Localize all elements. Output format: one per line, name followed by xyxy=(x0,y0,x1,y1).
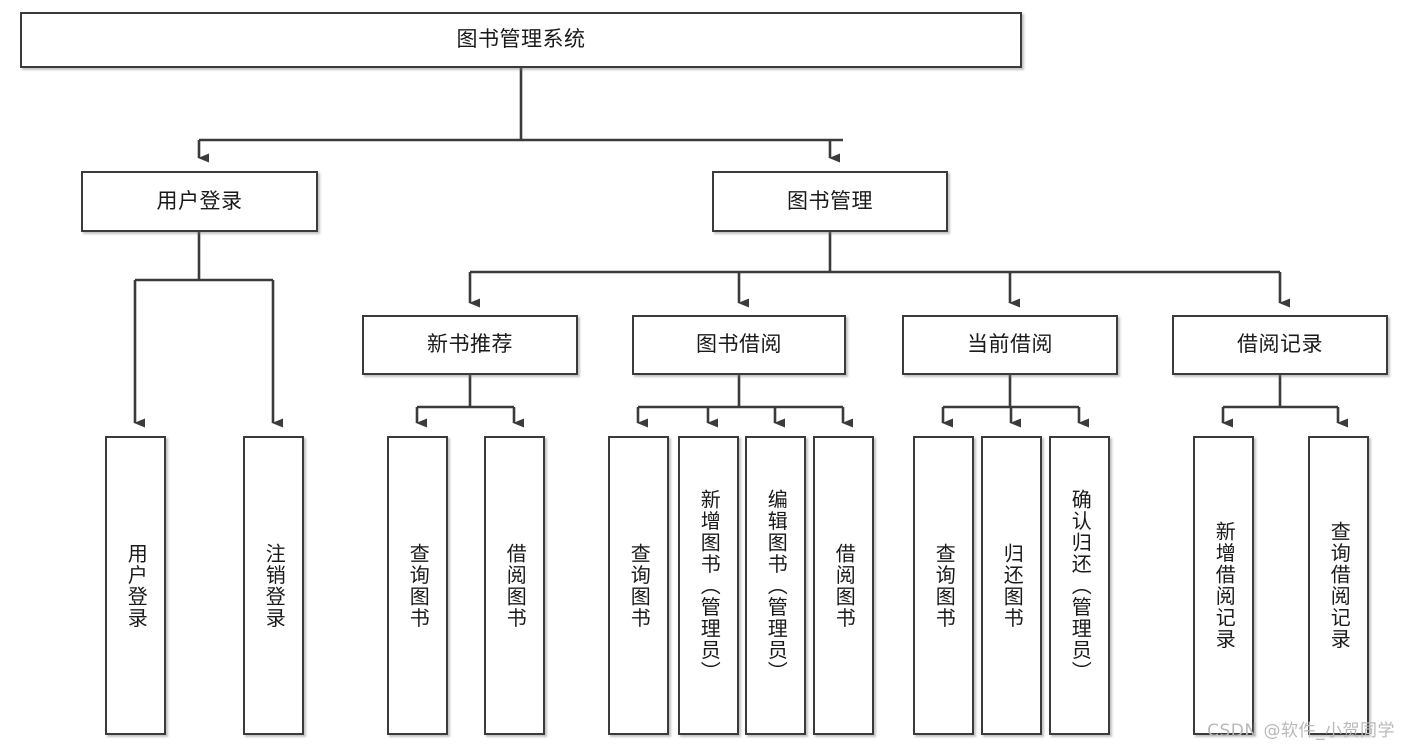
node-leaf-label: 借阅图书 xyxy=(503,542,528,629)
watermark-text: CSDN @软件_小贺同学 xyxy=(1207,721,1395,741)
node-leaf-label: 借阅图书 xyxy=(832,542,857,629)
node-leaf-label: 确认归还（管理员） xyxy=(1068,488,1093,683)
node-leaf-label: 用户登录 xyxy=(124,542,149,629)
node-user-login[interactable]: 用户登录 xyxy=(81,171,318,232)
node-leaf-query-borrow-record[interactable]: 查询借阅记录 xyxy=(1308,436,1369,735)
node-leaf-logout[interactable]: 注销登录 xyxy=(243,436,304,735)
node-book-management-label: 图书管理 xyxy=(787,188,873,213)
node-new-book-recommend-label: 新书推荐 xyxy=(427,332,513,357)
node-new-book-recommend[interactable]: 新书推荐 xyxy=(362,315,578,375)
node-leaf-add-book-admin[interactable]: 新增图书（管理员） xyxy=(678,436,739,735)
node-current-borrow[interactable]: 当前借阅 xyxy=(902,315,1118,375)
node-leaf-query-book-a[interactable]: 查询图书 xyxy=(387,436,448,735)
node-root-system[interactable]: 图书管理系统 xyxy=(20,12,1022,68)
node-leaf-label: 新增图书（管理员） xyxy=(697,488,722,683)
node-leaf-borrow-book-b[interactable]: 借阅图书 xyxy=(813,436,874,735)
node-book-management[interactable]: 图书管理 xyxy=(712,171,948,232)
node-leaf-label: 查询图书 xyxy=(932,542,957,629)
node-leaf-add-borrow-record[interactable]: 新增借阅记录 xyxy=(1193,436,1254,735)
node-book-borrow[interactable]: 图书借阅 xyxy=(632,315,846,375)
node-leaf-label: 注销登录 xyxy=(262,542,287,629)
node-leaf-return-book[interactable]: 归还图书 xyxy=(981,436,1042,735)
node-borrow-record-label: 借阅记录 xyxy=(1237,332,1323,357)
node-leaf-user-login[interactable]: 用户登录 xyxy=(105,436,166,735)
node-leaf-borrow-book-a[interactable]: 借阅图书 xyxy=(484,436,545,735)
node-borrow-record[interactable]: 借阅记录 xyxy=(1172,315,1388,375)
node-leaf-edit-book-admin[interactable]: 编辑图书（管理员） xyxy=(745,436,806,735)
node-leaf-query-book-c[interactable]: 查询图书 xyxy=(913,436,974,735)
node-leaf-label: 查询图书 xyxy=(627,542,652,629)
node-user-login-label: 用户登录 xyxy=(156,188,243,213)
node-leaf-label: 新增借阅记录 xyxy=(1212,521,1237,650)
node-leaf-query-book-b[interactable]: 查询图书 xyxy=(608,436,669,735)
node-leaf-label: 查询借阅记录 xyxy=(1327,521,1352,650)
node-leaf-label: 编辑图书（管理员） xyxy=(764,488,789,683)
node-leaf-label: 查询图书 xyxy=(406,542,431,629)
node-leaf-label: 归还图书 xyxy=(1000,542,1025,629)
node-leaf-confirm-return-admin[interactable]: 确认归还（管理员） xyxy=(1049,436,1110,735)
node-book-borrow-label: 图书借阅 xyxy=(696,332,782,357)
node-root-label: 图书管理系统 xyxy=(456,27,586,52)
node-current-borrow-label: 当前借阅 xyxy=(967,332,1053,357)
